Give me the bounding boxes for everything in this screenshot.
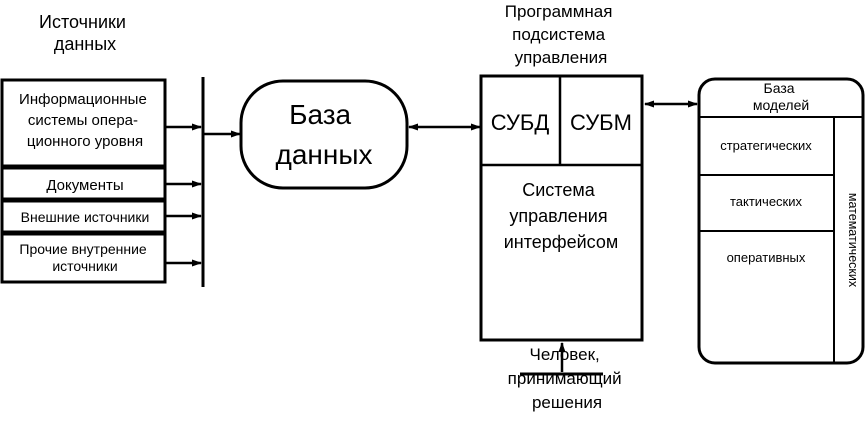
- interface-system-label: Система управления интерфейсом: [504, 180, 619, 252]
- decision-maker-text: Человек, принимающий решения: [508, 345, 627, 412]
- model-operational: оперативных: [727, 250, 806, 265]
- model-tactical: тактических: [730, 194, 803, 209]
- database-label: База данных: [276, 99, 373, 170]
- source-label: Прочие внутренние источники: [19, 241, 150, 274]
- model-strategic: стратегических: [720, 138, 812, 153]
- dbms-label: СУБД: [491, 110, 550, 135]
- control-subsystem-title: Программная подсистема управления: [505, 2, 617, 67]
- control-subsystem: Программная подсистема управления СУБД С…: [479, 2, 644, 342]
- mbms-label: СУБМ: [570, 110, 632, 135]
- source-label: Внешние источники: [21, 209, 150, 225]
- source-box-documents: Документы: [0, 166, 167, 201]
- source-box-external: Внешние источники: [0, 199, 167, 234]
- database-shape: База данных: [239, 79, 409, 190]
- data-sources-title: Источники данных: [39, 12, 131, 54]
- model-base-title: База моделей: [753, 80, 809, 113]
- model-math-label: математических: [846, 193, 860, 288]
- data-sources-group: Источники данных Информационные системы …: [0, 12, 205, 287]
- source-box-internal-other: Прочие внутренние источники: [0, 232, 167, 284]
- model-base: База моделей стратегических тактических …: [697, 77, 865, 365]
- source-label: Информационные системы опера- ционного у…: [19, 91, 151, 150]
- source-label: Документы: [46, 177, 123, 194]
- source-box-operational-is: Информационные системы опера- ционного у…: [0, 78, 167, 168]
